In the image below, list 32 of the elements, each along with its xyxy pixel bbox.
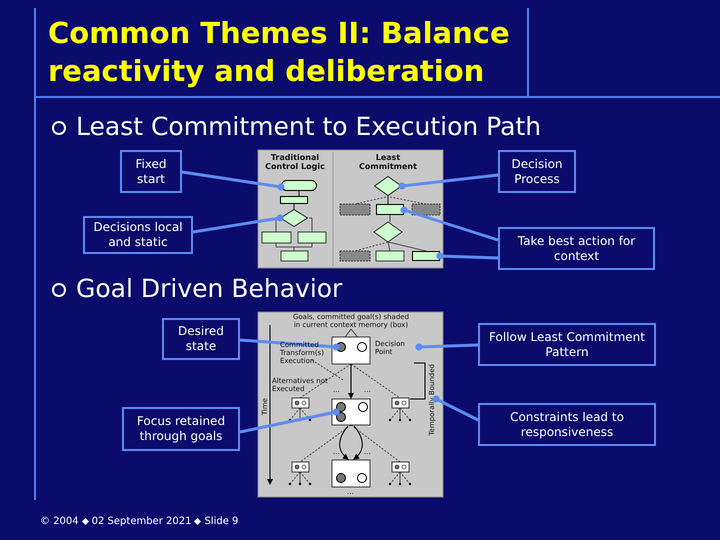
callout-box: Constraints lead to responsiveness [478, 403, 656, 446]
decision-diamond [280, 209, 308, 227]
bullet-text: Least Commitment to Execution Path [76, 112, 542, 141]
leader-line [240, 408, 340, 434]
leader-line [400, 206, 498, 242]
leader-line [436, 252, 498, 260]
callout-box: Follow Least Commitment Pattern [478, 323, 656, 366]
slide-title: Common Themes II: Balance reactivity and deliberation [48, 15, 511, 90]
callout-box: Fixed start [120, 150, 182, 193]
figure-heading: Traditional Control Logic [264, 153, 326, 171]
leader-line [398, 174, 498, 190]
leader-line [416, 344, 478, 350]
decision-diamond [374, 176, 402, 196]
bullet-text: Goal Driven Behavior [76, 274, 342, 303]
leader-line [240, 338, 340, 350]
figure-heading: Least Commitment [358, 153, 418, 171]
callout-box: Focus retained through goals [122, 407, 240, 451]
leader-line [192, 214, 284, 234]
callout-box: Decision Process [498, 150, 576, 193]
callout-box: Decisions local and static [83, 216, 193, 254]
footer-text: © 2004 [40, 516, 79, 526]
flow-box [376, 204, 404, 215]
callout-box: Desired state [162, 318, 240, 360]
leader-line [432, 396, 479, 422]
leader-line [182, 170, 284, 190]
callout-box: Take best action for context [498, 227, 655, 270]
goal-circles [336, 402, 346, 422]
flow-box [280, 196, 308, 204]
start-terminal [281, 180, 317, 191]
footer-text: Slide 9 [204, 516, 238, 526]
flow-box [412, 251, 440, 261]
footer-text: 02 September 2021 [92, 516, 192, 526]
